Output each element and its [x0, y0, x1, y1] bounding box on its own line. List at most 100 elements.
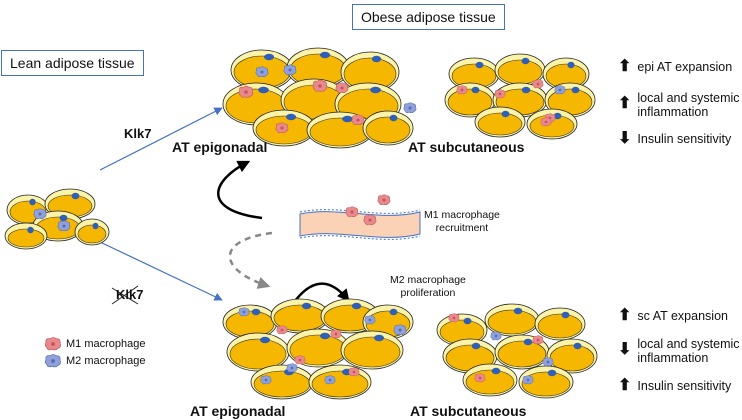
m1-macrophage: [238, 85, 254, 98]
klk7-arrow: [99, 107, 223, 171]
top-epigonadal-label: AT epigonadal: [172, 139, 268, 155]
m2-proliferation-caption: M2 macrophage proliferation: [390, 274, 466, 300]
legend-m2-label: M2 macrophage: [66, 355, 146, 367]
bottom-subcutaneous-adipocyte: [462, 363, 518, 397]
nucleus: [59, 214, 68, 222]
m1-macrophage: [540, 117, 552, 127]
bottom-epigonadal-label: AT epigonadal: [190, 403, 286, 419]
m2-macrophage: [260, 375, 272, 385]
effect-bottom-3: ⬆ Insulin sensitivity: [618, 378, 732, 394]
top-epigonadal-adipocyte: [340, 51, 400, 93]
effect-top-2-line1: local and systemic: [637, 91, 740, 105]
klk7-deleted-arrow: [99, 241, 223, 301]
down-arrow-icon: ⬇: [618, 341, 632, 358]
nucleus: [573, 342, 582, 350]
down-arrow-icon: ⬇: [618, 130, 632, 147]
nucleus: [251, 308, 261, 316]
proliferation-arrow: [290, 282, 350, 306]
nucleus: [553, 112, 562, 120]
nucleus: [285, 113, 297, 121]
m1-macrophage: [363, 214, 377, 226]
m2-macrophage: [490, 331, 502, 341]
nucleus: [521, 86, 531, 94]
effect-bottom-2-text: local and systemic inflammation: [637, 337, 739, 365]
nucleus: [475, 61, 484, 69]
bottom-subcutaneous-adipocyte: [436, 313, 488, 347]
top-subcutaneous-label: AT subcutaneous: [408, 139, 525, 155]
m1-recruitment-line1: M1 macrophage: [424, 209, 500, 221]
klk7-deleted-label: Klk7: [116, 287, 144, 302]
nucleus: [29, 198, 36, 206]
m1-macrophage: [275, 122, 289, 134]
legend-m2: M2 macrophage: [44, 354, 146, 368]
top-subcutaneous-adipocyte: [474, 106, 526, 138]
m1-macrophage: [345, 206, 359, 218]
bottom-subcutaneous-adipocyte: [546, 338, 598, 374]
effect-bottom-2-line1: local and systemic: [637, 337, 740, 351]
nucleus: [491, 367, 501, 375]
effect-top-1-text: epi AT expansion: [637, 60, 733, 74]
m1-macrophage: [494, 89, 506, 99]
nucleus: [301, 302, 312, 310]
m2-macrophage: [393, 324, 407, 336]
top-subcutaneous-adipocyte: [526, 108, 578, 140]
nucleus: [351, 302, 362, 310]
nucleus: [258, 86, 269, 94]
bottom-epigonadal-adipocyte: [226, 332, 290, 372]
klk7-label: Klk7: [124, 126, 152, 141]
m1-macrophage: [294, 355, 306, 365]
nucleus: [259, 336, 271, 344]
top-subcutaneous-adipocyte: [494, 53, 546, 87]
m1-macrophage: [474, 373, 486, 383]
nucleus: [561, 311, 570, 319]
m2-proliferation-line1: M2 macrophage: [390, 274, 466, 286]
bottom-epigonadal-adipocyte: [340, 330, 404, 370]
nucleus: [319, 332, 331, 340]
bottom-epigonadal-adipocyte: [250, 364, 314, 400]
m2-macrophage: [33, 208, 47, 220]
m2-macrophage: [255, 66, 269, 78]
lean-title-box: Lean adipose tissue: [1, 50, 144, 76]
lean-title: Lean adipose tissue: [10, 55, 135, 71]
nucleus: [371, 55, 382, 63]
effect-top-2-line2: inflammation: [637, 105, 709, 119]
bottom-subcutaneous-adipocyte: [518, 365, 574, 399]
m1-macrophage: [377, 194, 391, 206]
m2-macrophage: [324, 375, 336, 385]
nucleus: [471, 86, 480, 94]
bottom-epigonadal-adipocyte: [308, 364, 372, 400]
nucleus: [463, 317, 472, 325]
nucleus: [342, 115, 353, 123]
m1-recruitment-caption: M1 macrophage recruitment: [424, 209, 500, 235]
m1-macrophage: [348, 367, 360, 377]
effect-top-3-text: Insulin sensitivity: [637, 132, 732, 146]
m1-macrophage: [448, 313, 460, 323]
m2-macrophage: [364, 315, 376, 325]
effect-bottom-2-line2: inflammation: [637, 351, 709, 365]
obese-title: Obese adipose tissue: [361, 9, 496, 25]
klk7-strike-2: [111, 285, 139, 305]
m1-macrophage: [456, 85, 468, 95]
lean-adipocyte: [74, 218, 110, 246]
effect-bottom-1-text: sc AT expansion: [637, 309, 728, 323]
m1-macrophage: [276, 325, 288, 335]
bottom-subcutaneous-label: AT subcutaneous: [410, 403, 527, 419]
up-arrow-icon: ⬆: [618, 58, 632, 75]
nucleus: [373, 334, 385, 342]
nucleus: [571, 86, 580, 94]
m1-macrophage: [532, 335, 544, 345]
legend-m1-label: M1 macrophage: [66, 338, 146, 350]
nucleus: [92, 222, 99, 230]
m2-macrophage: [554, 85, 566, 95]
m2-macrophage: [286, 363, 298, 373]
effect-top-1: ⬆ epi AT expansion: [618, 58, 733, 75]
m1-macrophage: [312, 79, 328, 92]
nucleus: [27, 226, 34, 234]
m2-macrophage: [542, 357, 554, 367]
m1-macrophage: [532, 79, 544, 89]
m2-proliferation-line2: proliferation: [400, 287, 456, 299]
effect-bottom-3-text: Insulin sensitivity: [637, 379, 732, 393]
m1-macrophage: [351, 114, 365, 126]
